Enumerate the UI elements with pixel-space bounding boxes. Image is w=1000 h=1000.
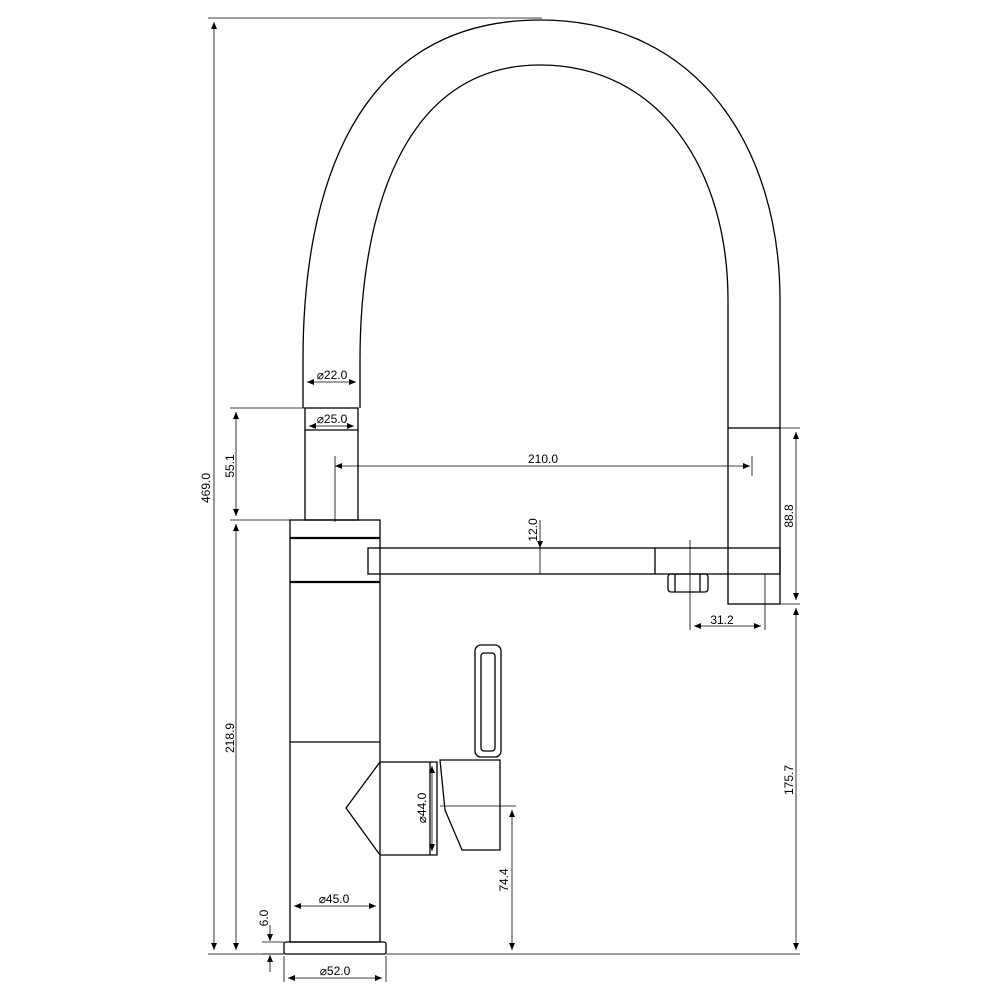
faucet-base — [283, 941, 387, 955]
faucet-outline — [283, 19, 781, 955]
lever-height-label: 74.4 — [497, 868, 511, 892]
hose-outer-edge — [302, 19, 781, 428]
lever-cartridge — [345, 761, 438, 856]
hose-inner-edge — [359, 64, 729, 428]
total-height-label: 469.0 — [199, 473, 213, 503]
aerator-nozzle — [667, 573, 709, 593]
faucet-body — [289, 519, 381, 943]
spray-height-label: 88.8 — [782, 504, 796, 528]
handle-height-label: 218.9 — [223, 723, 237, 753]
clearance-label: 175.7 — [782, 765, 796, 795]
hose-length-label: 55.1 — [223, 454, 237, 478]
reach-label: 210.0 — [528, 452, 558, 466]
spout-arm — [367, 547, 781, 575]
spray-diameter-label: 31.2 — [710, 613, 734, 627]
base-diameter-label: ⌀52.0 — [320, 964, 351, 978]
hose-diameter-label: ⌀22.0 — [317, 368, 348, 382]
body-diameter-label: ⌀45.0 — [319, 892, 350, 906]
spout-thickness-label: 12.0 — [526, 518, 540, 542]
lever-handle-bar — [474, 644, 502, 758]
lever-handle-base — [439, 759, 501, 851]
spray-head — [727, 427, 781, 605]
base-thickness-label: 6.0 — [257, 909, 271, 926]
lever-handle-inner — [480, 652, 496, 752]
lever-diameter-label: ⌀44.0 — [415, 792, 429, 823]
dimension-lines: 469.0 55.1 218.9 ⌀22.0 ⌀25.0 210.0 88.8 … — [199, 17, 800, 982]
collar-diameter-label: ⌀25.0 — [317, 412, 348, 426]
